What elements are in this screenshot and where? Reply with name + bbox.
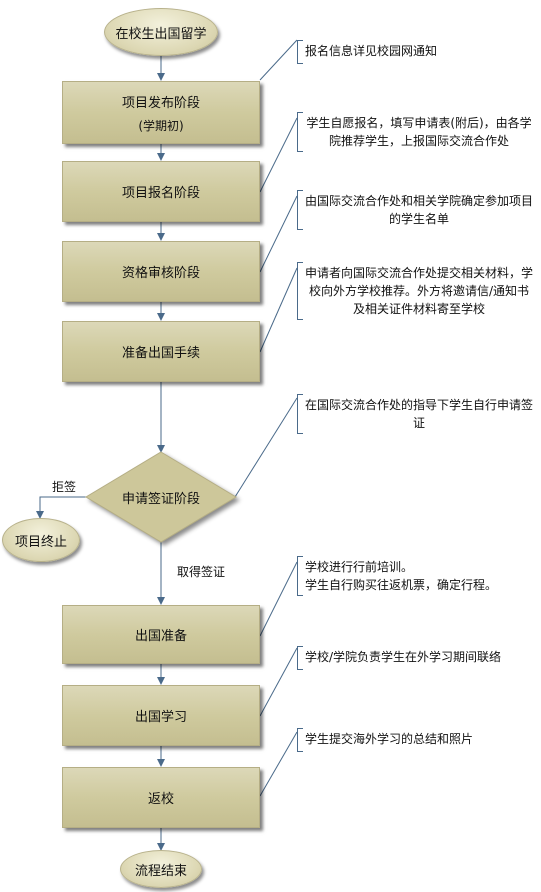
leader-n7 bbox=[259, 647, 298, 717]
granted-label: 取得签证 bbox=[177, 565, 226, 579]
start-node: 在校生出国留学 bbox=[104, 8, 218, 56]
note-publish-text: 报名信息详见校园网通知 bbox=[305, 44, 438, 58]
leader-n6 bbox=[259, 561, 298, 637]
step-register: 项目报名阶段 bbox=[62, 161, 260, 222]
step-study: 出国学习 bbox=[62, 685, 260, 746]
start-node-label: 在校生出国留学 bbox=[115, 26, 207, 42]
note-review-text: 由国际交流合作处和相关学院确定参加项目的学生名单 bbox=[305, 194, 534, 226]
note-visa-text: 在国际交流合作处的指导下学生自行申请签证 bbox=[305, 398, 534, 430]
note-visa: 在国际交流合作处的指导下学生自行申请签证 bbox=[297, 394, 537, 434]
leader-n5 bbox=[234, 397, 298, 498]
leader-n4 bbox=[259, 267, 298, 353]
step-publish-sub: (学期初) bbox=[138, 118, 184, 133]
note-depart: 学校进行行前培训。 学生自行购买往返机票，确定行程。 bbox=[297, 556, 537, 596]
note-register-text: 学生自愿报名，填写申请表(附后)，由各学院推荐学生，上报国际交流合作处 bbox=[306, 116, 532, 148]
step-depart: 出国准备 bbox=[62, 605, 260, 664]
visa-decision-diamond bbox=[85, 451, 237, 543]
note-study: 学校/学院负责学生在外学习期间联络 bbox=[297, 646, 537, 670]
step-review: 资格审核阶段 bbox=[62, 241, 260, 302]
leader-n8 bbox=[259, 731, 298, 797]
terminate-node: 项目终止 bbox=[2, 518, 80, 562]
step-return: 返校 bbox=[62, 767, 260, 828]
step-visa-label: 申请签证阶段 bbox=[121, 492, 200, 507]
leader-n1 bbox=[259, 39, 298, 81]
refused-label: 拒签 bbox=[52, 480, 77, 494]
step-register-label: 项目报名阶段 bbox=[121, 186, 200, 201]
note-prepare: 申请者向国际交流合作处提交相关材料，学校向外方学校推荐。外方将邀请信/通知书及相… bbox=[297, 262, 537, 320]
end-node-label: 流程结束 bbox=[134, 863, 187, 879]
end-node: 流程结束 bbox=[120, 850, 202, 888]
note-publish: 报名信息详见校园网通知 bbox=[297, 40, 533, 64]
step-prepare-label: 准备出国手续 bbox=[121, 346, 200, 361]
note-study-text: 学校/学院负责学生在外学习期间联络 bbox=[305, 650, 502, 664]
step-study-label: 出国学习 bbox=[134, 710, 187, 725]
note-review: 由国际交流合作处和相关学院确定参加项目的学生名单 bbox=[297, 190, 537, 230]
step-prepare: 准备出国手续 bbox=[62, 321, 260, 382]
step-depart-label: 出国准备 bbox=[134, 629, 187, 644]
leader-n2 bbox=[259, 117, 298, 193]
step-publish: 项目发布阶段 (学期初) bbox=[62, 81, 260, 144]
note-register: 学生自愿报名，填写申请表(附后)，由各学院推荐学生，上报国际交流合作处 bbox=[297, 112, 537, 152]
leader-n3 bbox=[259, 195, 298, 273]
note-return-text: 学生提交海外学习的总结和照片 bbox=[305, 732, 474, 746]
step-review-label: 资格审核阶段 bbox=[121, 266, 200, 281]
terminate-node-label: 项目终止 bbox=[14, 534, 67, 550]
note-return: 学生提交海外学习的总结和照片 bbox=[297, 728, 537, 752]
note-prepare-text: 申请者向国际交流合作处提交相关材料，学校向外方学校推荐。外方将邀请信/通知书及相… bbox=[305, 266, 534, 316]
note-depart-text: 学校进行行前培训。 学生自行购买往返机票，确定行程。 bbox=[305, 560, 498, 592]
arrow-visa-to-terminate bbox=[36, 496, 88, 519]
step-return-label: 返校 bbox=[147, 792, 174, 807]
step-publish-label: 项目发布阶段 bbox=[121, 95, 200, 111]
